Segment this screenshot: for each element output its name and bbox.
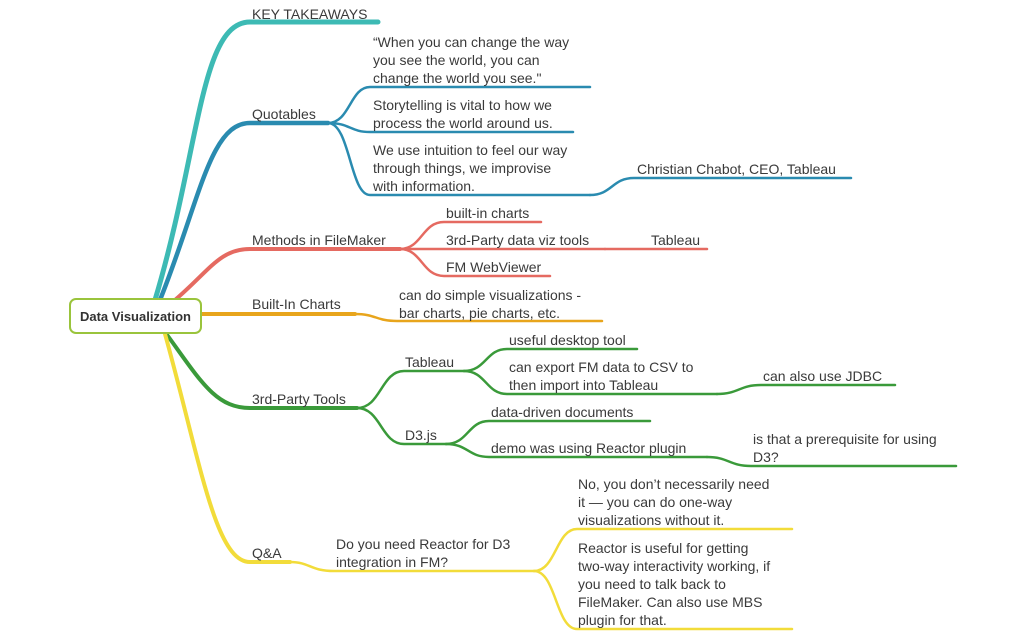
d3-item2-child-text[interactable]: is that a prerequisite for using D3? xyxy=(753,431,937,465)
method2-child-text[interactable]: Tableau xyxy=(651,232,701,248)
branch-d3-item2 xyxy=(444,442,709,459)
branch-quote1 xyxy=(326,85,592,125)
branch-quote2 xyxy=(326,121,575,134)
method2-text[interactable]: 3rd-Party data viz tools xyxy=(446,232,590,248)
branch-quotables xyxy=(157,120,331,303)
branch-d3-item2-child xyxy=(705,455,958,468)
qa-question-text[interactable]: Do you need Reactor for D3 integration i… xyxy=(336,536,511,570)
method3-text[interactable]: FM WebViewer xyxy=(446,259,542,275)
branch-qa-answer2 xyxy=(532,569,794,631)
tableau-item2-child-text[interactable]: can also use JDBC xyxy=(763,368,883,384)
d3-item2-text[interactable]: demo was using Reactor plugin xyxy=(491,440,687,456)
builtin-label[interactable]: Built-In Charts xyxy=(252,296,341,312)
key-takeaways-label[interactable]: KEY TAKEAWAYS xyxy=(252,6,368,22)
branch-quote3 xyxy=(326,121,592,197)
quotables-label[interactable]: Quotables xyxy=(252,106,316,122)
branch-attribution xyxy=(588,176,853,197)
quote2-text[interactable]: Storytelling is vital to how we process … xyxy=(373,97,553,131)
branch-qa-answer1 xyxy=(532,527,794,573)
branch-qa-question xyxy=(288,560,536,573)
branch-tableau-item2-child xyxy=(715,383,897,396)
third-party-label[interactable]: 3rd-Party Tools xyxy=(252,391,346,407)
qa-label[interactable]: Q&A xyxy=(252,545,282,561)
tableau-item1-text[interactable]: useful desktop tool xyxy=(509,332,626,348)
d3-label[interactable]: D3.js xyxy=(405,427,437,443)
branch-builtin-note xyxy=(353,312,604,323)
branch-tableau-item1 xyxy=(462,347,639,373)
tableau-item2-text[interactable]: can export FM data to CSV to then import… xyxy=(509,359,694,393)
root-label: Data Visualization xyxy=(79,308,191,324)
tableau-label[interactable]: Tableau xyxy=(405,354,455,370)
branch-methods xyxy=(173,247,402,302)
quote3-text[interactable]: We use intuition to feel our way through… xyxy=(373,142,568,194)
root-node[interactable]: Data Visualization xyxy=(69,298,202,334)
branch-third-party xyxy=(163,330,359,410)
branch-tableau-item2 xyxy=(462,369,719,396)
qa-answer1-text[interactable]: No, you don’t necessarily need it — you … xyxy=(578,476,770,528)
builtin-note-text[interactable]: can do simple visualizations - bar chart… xyxy=(399,287,582,321)
method1-text[interactable]: built-in charts xyxy=(446,205,530,221)
d3-item1-text[interactable]: data-driven documents xyxy=(491,404,634,420)
methods-label[interactable]: Methods in FileMaker xyxy=(252,232,386,248)
branch-qa xyxy=(163,332,292,564)
branch-method3 xyxy=(398,247,552,278)
branch-d3 xyxy=(355,406,448,446)
branch-tableau xyxy=(355,369,466,410)
quote1-text[interactable]: “When you can change the way you see the… xyxy=(373,34,570,86)
branch-key-takeaways xyxy=(152,19,381,303)
attribution-text[interactable]: Christian Chabot, CEO, Tableau xyxy=(637,161,836,177)
qa-answer2-text[interactable]: Reactor is useful for getting two-way in… xyxy=(578,540,771,628)
